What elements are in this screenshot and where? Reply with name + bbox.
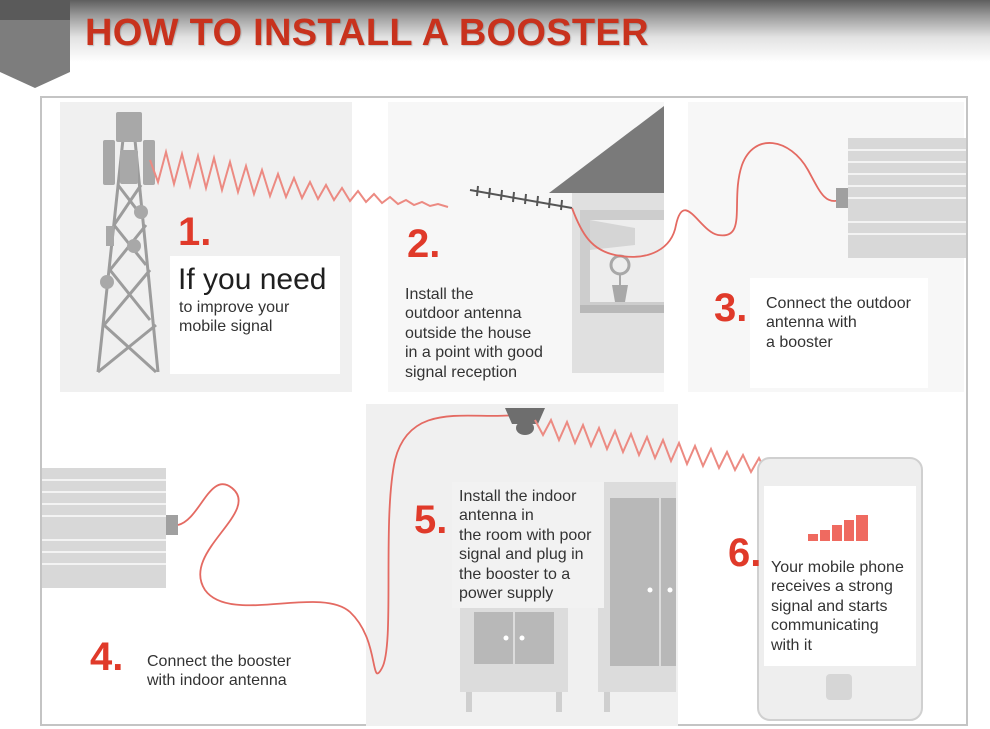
cable-outdoor-booster: [571, 142, 841, 258]
house-icon: [549, 106, 664, 373]
step3-text: Connect the outdoor antenna with a boost…: [766, 295, 911, 351]
step-number-1: 1.: [178, 210, 212, 254]
signal-wave-outdoor: [149, 148, 449, 208]
step5-text: Install the indoor antenna in the room w…: [459, 488, 592, 603]
step-number-6: 6.: [728, 531, 762, 575]
indoor-antenna-icon: [505, 408, 545, 435]
signal-bars-icon: [808, 515, 868, 541]
wardrobe-icon: [598, 482, 676, 712]
step-number-5: 5.: [414, 498, 448, 542]
step2-text: Install the outdoor antenna outside the …: [405, 286, 543, 381]
step-number-2: 2.: [407, 222, 441, 266]
cabinet-icon: [460, 600, 568, 712]
text-box-step5: [452, 482, 604, 608]
page-title: HOW TO INSTALL A BOOSTER: [85, 12, 649, 54]
step-number-3: 3.: [714, 286, 748, 330]
header-bar: [0, 0, 990, 62]
step6-text: Your mobile phone receives a strong sign…: [771, 559, 904, 654]
cable-booster-indoor: [177, 414, 516, 675]
booster-unit-icon: [836, 138, 966, 258]
mobile-phone-icon: [757, 457, 923, 721]
text-box-step3: [750, 278, 928, 388]
step1-text: to improve your mobile signal: [179, 299, 290, 336]
outdoor-antenna-icon: [469, 185, 573, 211]
signal-wave-indoor: [534, 417, 768, 475]
booster-unit-icon-2: [42, 468, 178, 588]
step1-headline: If you need: [178, 263, 327, 296]
step4-text: Connect the booster with indoor antenna: [147, 653, 292, 690]
step-number-4: 4.: [90, 635, 124, 679]
text-box-step1: [170, 256, 340, 374]
